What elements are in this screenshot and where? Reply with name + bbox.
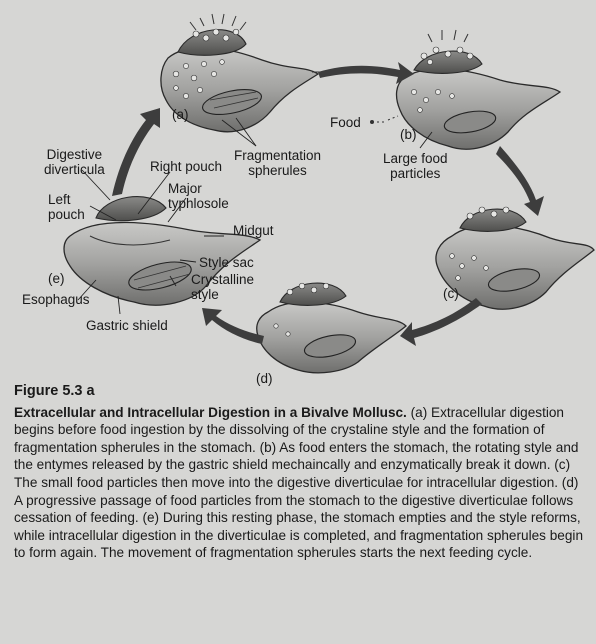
stage-c-stomach [435, 206, 595, 310]
stage-e-stomach [63, 195, 262, 306]
label-major-typhlosole: Major typhlosole [168, 181, 229, 211]
leader-lines [77, 117, 433, 315]
arrow-c-to-d [400, 298, 482, 346]
arrow-d-to-e [202, 308, 264, 344]
digestion-cycle-diagram [63, 13, 595, 374]
label-food: Food [330, 115, 361, 130]
label-gastric-shield: Gastric shield [86, 318, 168, 333]
figure-number: Figure 5.3 a [14, 383, 95, 399]
stage-a-stomach [160, 13, 336, 133]
label-digestive-diverticula: Digestive diverticula [44, 147, 105, 177]
arrow-b-to-c [496, 146, 544, 216]
stage-d-stomach [256, 282, 407, 374]
label-left-pouch: Left pouch [48, 192, 85, 222]
label-esophagus: Esophagus [22, 292, 90, 307]
label-crystalline-style: Crystalline style [191, 272, 255, 302]
label-stage-d: (d) [256, 371, 273, 386]
stage-b-stomach [370, 29, 562, 150]
label-fragmentation-spherules: Fragmentation spherules [234, 148, 322, 178]
label-midgut: Midgut [233, 223, 274, 238]
label-style-sac: Style sac [199, 255, 254, 270]
label-stage-e: (e) [48, 271, 65, 286]
caption-body: (a) Extracellular digestion begins befor… [14, 404, 583, 561]
label-stage-b: (b) [400, 127, 417, 142]
cycle-arrows [112, 62, 544, 346]
caption-text: Extracellular and Intracellular Digestio… [14, 404, 584, 562]
label-right-pouch: Right pouch [150, 159, 223, 174]
caption-title: Extracellular and Intracellular Digestio… [14, 404, 407, 420]
label-stage-c: (c) [443, 286, 459, 301]
figure-caption: Figure 5.3 a Extracellular and Intracell… [14, 383, 584, 562]
label-large-food-particles: Large food particles [383, 151, 448, 181]
arrow-a-to-b [318, 62, 414, 84]
arrow-e-to-a [112, 108, 160, 196]
label-stage-a: (a) [172, 107, 189, 122]
